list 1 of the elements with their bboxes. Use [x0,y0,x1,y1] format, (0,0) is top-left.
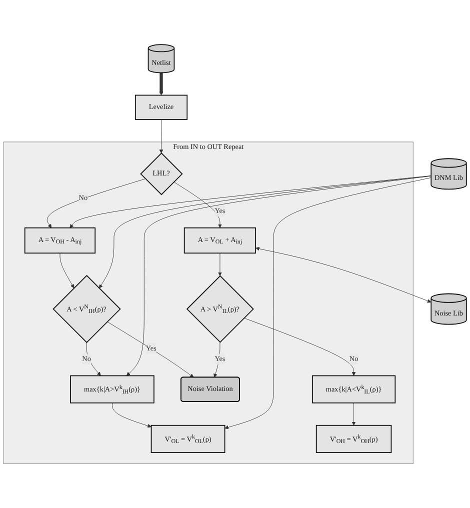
arrow [159,72,164,96]
